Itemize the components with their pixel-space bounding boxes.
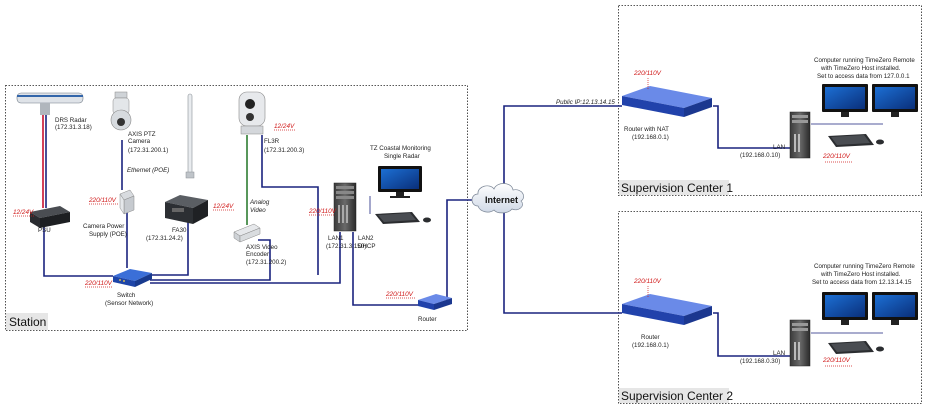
fa30-icon [165,195,208,224]
center1-router-power-label: 220/110V [633,70,662,77]
center2-router-power-label: 220/110V [633,278,662,285]
lan1-name: LAN1 [328,235,344,242]
ethernet-poe-label: Ethernet (POE) [127,167,169,174]
center1-label-bg [619,180,729,195]
lan1-ip: (172.31.3.150) [326,243,366,250]
center1-monitor-right-icon [872,84,918,117]
analog-video-label-1: Analog [249,199,270,206]
psu-icon [30,206,70,228]
station-label: Station [9,315,46,329]
public-ip-label: Public IP:12.13.14.15 [556,99,615,106]
axis-video-encoder-icon [233,223,261,243]
switch-power-label: 220/110V [84,280,113,287]
center2-router-ip: (192.168.0.1) [632,342,669,349]
station-label-bg [6,313,48,330]
flir-power-label: 12/24V [274,123,295,130]
drs-radar-icon [16,92,84,115]
center2-router-icon [622,294,712,325]
wires-station [42,105,883,357]
camera-ps-label-1: Camera Power [83,223,124,230]
center1-router-name: Router with NAT [624,126,669,133]
center1-pc-tower-icon [789,111,811,159]
station-keyboard-icon [375,212,431,224]
flir-name: FL3R [264,138,280,145]
tz-monitoring-label-1: TZ Coastal Monitoring [370,145,431,152]
lan2-name: LAN2 [358,235,374,242]
center1-note-3: Set to access data from 127.0.0.1 [817,73,910,80]
center1-label: Supervision Center 1 [621,181,733,195]
internet-cloud-icon [471,183,524,214]
center2-label-bg [619,388,729,403]
drs-radar-ip: (172.31.3.18) [55,124,92,131]
fa30-power-label: 12/24V [213,203,234,210]
switch-desc: (Sensor Network) [105,300,153,307]
station-router-label: Router [418,316,437,323]
flir-camera-icon [238,91,266,135]
center1-note-1: Computer running TimeZero Remote [814,57,915,64]
fa30-ip: (172.31.24.2) [146,235,183,242]
internet-label: Internet [485,195,518,205]
center2-keyboard-icon [828,341,884,354]
psu-label: PSU [38,227,51,234]
camera-ps-power-label: 220/110V [88,197,117,204]
flir-ip: (172.31.200.3) [264,147,304,154]
center1-keyboard-icon [828,134,884,147]
center2-lan-name: LAN [773,350,785,357]
center2-pc-power-label: 220/110V [822,357,851,364]
fa30-name: FA30 [172,227,187,234]
center2-note-3: Set to access data from 12.13.14.15 [812,279,912,286]
center1-note-2: with TimeZero Host installed. [820,65,901,72]
center2-pc-tower-icon [789,319,811,367]
center2-note-1: Computer running TimeZero Remote [814,263,915,270]
antenna-icon [185,93,195,179]
station-box [5,85,468,331]
center1-pc-power-label: 220/110V [822,153,851,160]
station-monitor-icon [378,166,422,198]
center1-lan-ip: (192.168.0.10) [740,152,780,159]
station-pc-tower-icon [333,182,357,232]
axis-ptz-camera-icon [110,91,132,131]
axis-ptz-label-2: Camera [128,138,151,145]
station-router-power-label: 220/110V [385,291,414,298]
analog-video-label-2: Video [250,207,266,214]
psu-power-label: 12/24V [13,209,34,216]
axis-encoder-label-3: (172.31.200.2) [246,259,286,266]
center2-label: Supervision Center 2 [621,389,733,403]
center2-note-2: with TimeZero Host installed. [820,271,901,278]
center1-router-ip: (192.168.0.1) [632,134,669,141]
lan2-dhcp: DHCP [358,243,376,250]
center1-box [618,5,922,196]
drs-radar-name: DRS Radar [55,117,87,124]
center1-router-icon [622,86,712,117]
axis-encoder-label-2: Encoder [246,251,269,258]
center1-monitor-left-icon [822,84,868,117]
camera-ps-label-2: Supply (POE) [89,231,127,238]
center2-lan-ip: (192.168.0.30) [740,358,780,365]
axis-encoder-label-1: AXIS Video [246,244,278,251]
center2-router-name: Router [641,334,660,341]
center1-lan-name: LAN [773,144,785,151]
station-pc-power-label: 220/110V [308,208,337,215]
tz-monitoring-label-2: Single Radar [384,153,420,160]
switch-icon [113,269,152,287]
center2-monitor-left-icon [822,292,868,325]
switch-name: Switch [117,292,136,299]
center2-box [618,211,922,404]
axis-ptz-label-3: (172.31.200.1) [128,147,168,154]
station-router-icon [418,294,452,310]
axis-ptz-label-1: AXIS PTZ [128,131,156,138]
camera-power-supply-icon [119,189,135,215]
center2-monitor-right-icon [872,292,918,325]
